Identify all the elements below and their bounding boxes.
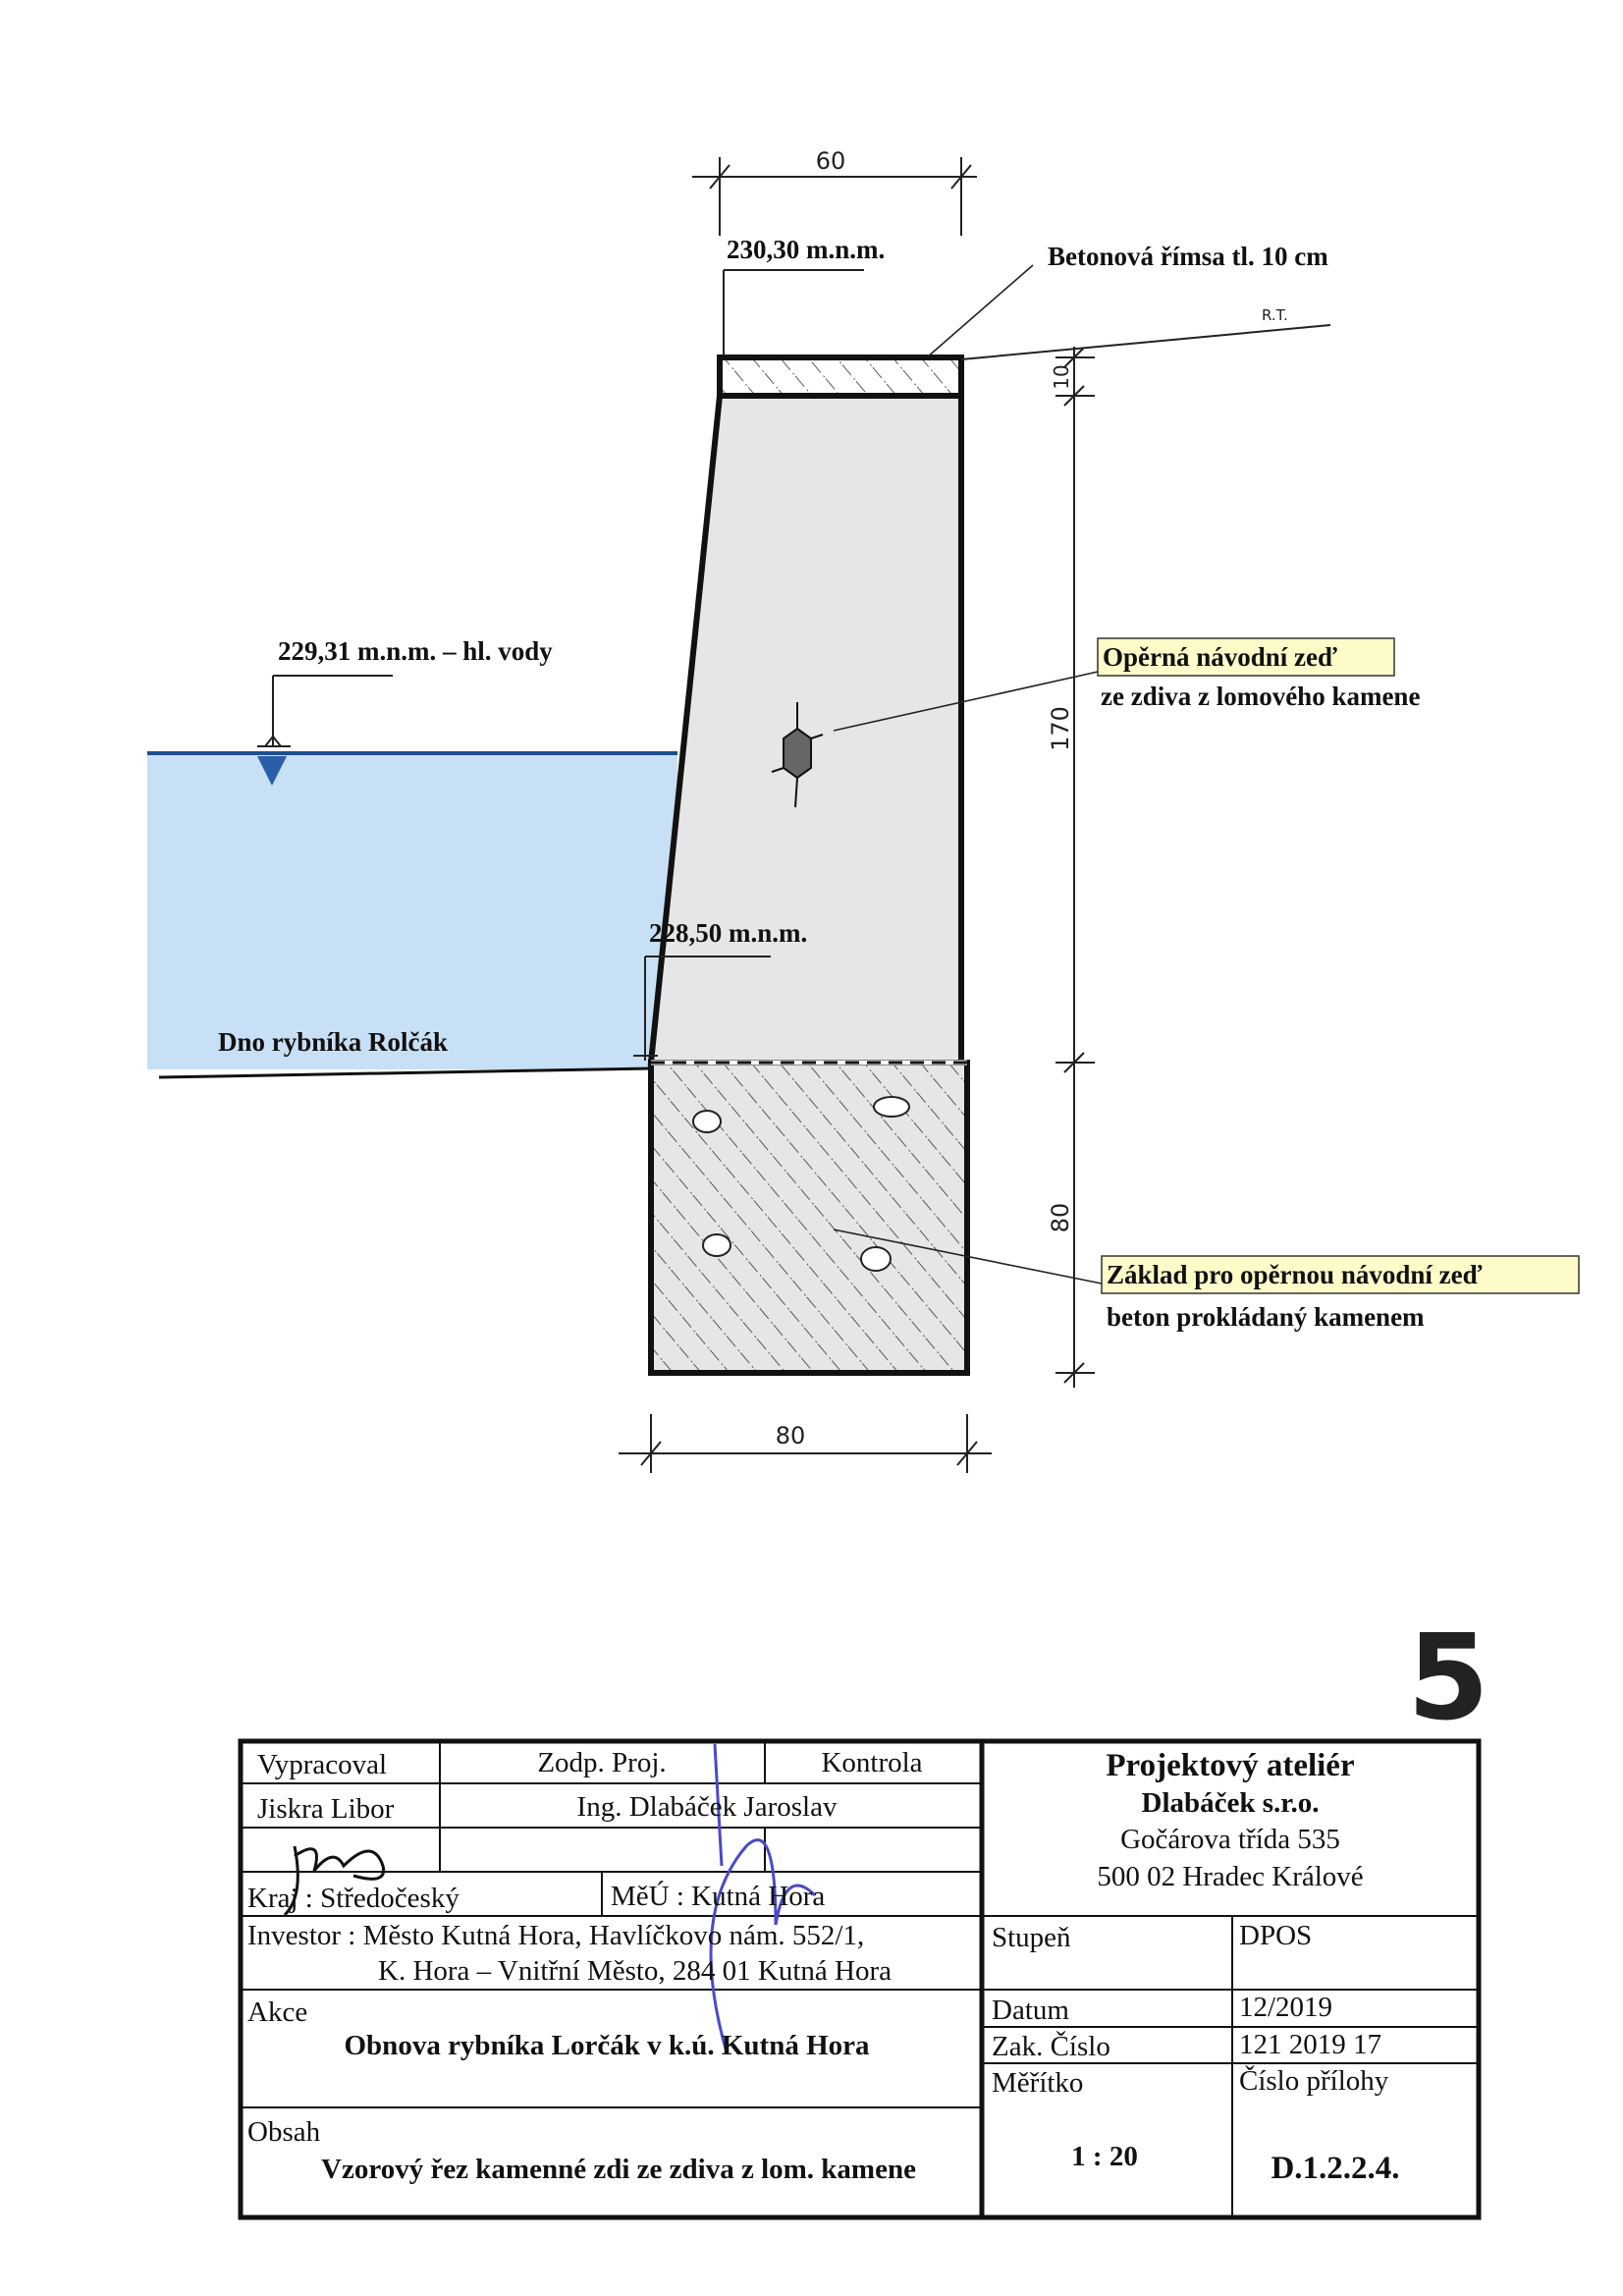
dimension-right xyxy=(1055,347,1095,1388)
dim-bottom-width: 80 xyxy=(776,1422,806,1449)
retaining-wall xyxy=(647,393,964,1066)
order-label: Zak. Číslo xyxy=(992,2030,1110,2062)
scale-label: Měřítko xyxy=(992,2067,1083,2099)
water-level-symbol xyxy=(257,756,287,786)
cornice-label: Betonová římsa tl. 10 cm xyxy=(1048,242,1328,271)
dim-wall-height: 170 xyxy=(1047,706,1074,751)
firm-street: Gočárova třída 535 xyxy=(1120,1824,1340,1855)
date-label: Datum xyxy=(992,1995,1069,2026)
stage: DPOS xyxy=(1239,1920,1312,1951)
firm-company: Dlabáček s.r.o. xyxy=(1142,1787,1320,1819)
wall-label-title: Opěrná návodní zeď xyxy=(1103,642,1337,672)
dim-top-width: 60 xyxy=(816,147,846,175)
action: Obnova rybníka Lorčák v k.ú. Kutná Hora xyxy=(345,2030,870,2061)
concrete-cornice xyxy=(717,355,964,399)
level-bottom-label: 228,50 m.n.m. xyxy=(649,918,807,948)
dimension-bottom xyxy=(619,1414,992,1473)
water-level-label: 229,31 m.n.m. – hl. vody xyxy=(278,636,553,666)
responsible-label: Zodp. Proj. xyxy=(537,1747,666,1778)
annex-number: D.1.2.2.4. xyxy=(1271,2151,1399,2186)
dim-cornice: 10 xyxy=(1050,364,1073,389)
signature-responsible xyxy=(709,1743,817,2053)
region: Kraj : Středočeský xyxy=(247,1883,460,1914)
responsible: Ing. Dlabáček Jaroslav xyxy=(577,1791,838,1823)
scale: 1 : 20 xyxy=(1071,2141,1138,2172)
foundation-label-title: Základ pro opěrnou návodní zeď xyxy=(1107,1260,1483,1289)
content-label: Obsah xyxy=(247,2116,321,2148)
terrain-label: R.T. xyxy=(1262,306,1288,324)
date: 12/2019 xyxy=(1239,1992,1332,2023)
prepared-by-label: Vypracoval xyxy=(257,1749,387,1780)
embedded-stones xyxy=(692,1096,910,1272)
title-block xyxy=(238,1738,1482,2220)
stage-label: Stupeň xyxy=(992,1922,1071,1953)
investor-line-2: K. Hora – Vnitřní Město, 284 01 Kutná Ho… xyxy=(378,1955,892,1987)
sheet-number: 5 xyxy=(1407,1611,1489,1747)
annex-label: Číslo přílohy xyxy=(1239,2064,1389,2097)
dim-foundation-height: 80 xyxy=(1047,1203,1074,1233)
check-label: Kontrola xyxy=(821,1747,922,1778)
firm-city: 500 02 Hradec Králové xyxy=(1097,1861,1363,1892)
pond-bottom-line xyxy=(158,1066,652,1079)
prepared-by: Jiskra Libor xyxy=(257,1793,395,1825)
foundation-label-material: beton prokládaný kamenem xyxy=(1107,1302,1425,1332)
action-label: Akce xyxy=(247,1996,307,2028)
stone-symbol xyxy=(771,702,824,808)
pond-bottom-label: Dno rybníka Rolčák xyxy=(218,1027,448,1057)
level-top-label: 230,30 m.n.m. xyxy=(727,235,885,264)
order-number: 121 2019 17 xyxy=(1239,2029,1381,2060)
dimension-top xyxy=(692,157,977,236)
water-area xyxy=(147,753,677,1069)
investor-line-1: Investor : Město Kutná Hora, Havlíčkovo … xyxy=(247,1920,864,1951)
content: Vzorový řez kamenné zdi ze zdiva z lom. … xyxy=(321,2154,916,2185)
wall-label-material: ze zdiva z lomového kamene xyxy=(1101,682,1420,711)
firm-name: Projektový ateliér xyxy=(1106,1748,1354,1783)
municipality: MěÚ : Kutná Hora xyxy=(611,1880,825,1912)
signature-prepared xyxy=(283,1845,386,1917)
